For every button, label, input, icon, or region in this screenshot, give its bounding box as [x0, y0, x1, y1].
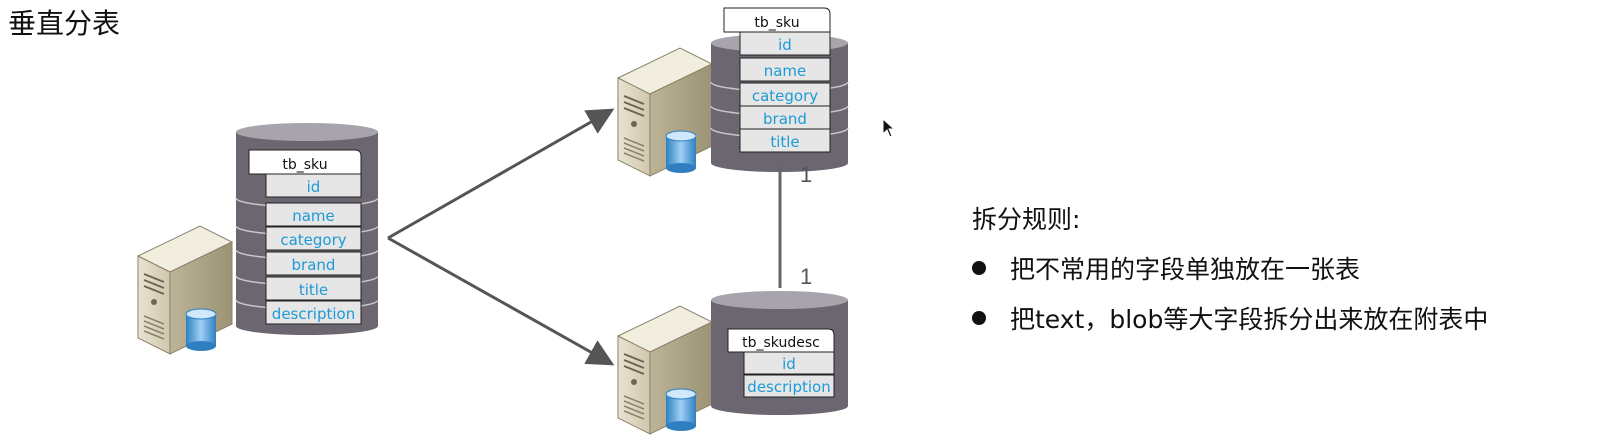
field-cell — [739, 57, 831, 82]
rule-item: 把不常用的字段单独放在一张表 — [972, 250, 1360, 286]
rules-heading: 拆分规则: — [972, 205, 1081, 234]
mouse-cursor-icon — [882, 118, 896, 138]
field-cell — [739, 31, 831, 56]
field-cell — [739, 128, 831, 153]
table-name: tb_skudesc — [742, 335, 820, 351]
field-cell — [743, 351, 835, 375]
relation-cardinality-bottom: 1 — [800, 264, 812, 289]
field-cell — [265, 202, 362, 227]
field-name: brand — [292, 256, 336, 274]
field-cell — [265, 173, 362, 198]
field-name: description — [272, 305, 355, 323]
rule-text: 把不常用的字段单独放在一张表 — [1010, 255, 1361, 284]
rule-text: 把text，blob等大字段拆分出来放在附表中 — [1010, 305, 1489, 334]
target-server-1-icon — [616, 47, 714, 177]
table-header-box — [723, 7, 831, 33]
database-icon — [665, 388, 697, 431]
relation-cardinality-top: 1 — [800, 162, 812, 187]
split-arrow-down — [387, 236, 615, 366]
database-icon — [665, 130, 697, 173]
field-name: category — [280, 231, 346, 249]
field-cell — [265, 300, 362, 325]
table-name: tb_sku — [754, 15, 799, 31]
split-arrow-up — [387, 108, 615, 240]
field-name: category — [752, 87, 818, 105]
table-header-box — [727, 328, 835, 353]
table-header-box — [248, 149, 362, 175]
database-icon — [185, 308, 217, 351]
page-title: 垂直分表 — [8, 7, 121, 40]
source-server-icon — [136, 225, 234, 355]
field-cell — [265, 251, 362, 276]
bullet-icon — [972, 261, 986, 275]
field-name: title — [770, 133, 799, 151]
field-name: id — [307, 178, 321, 196]
target-server-2-icon — [616, 305, 714, 435]
field-cell — [743, 374, 835, 398]
field-name: title — [299, 281, 328, 299]
field-cell — [265, 276, 362, 301]
rule-item: 把text，blob等大字段拆分出来放在附表中 — [972, 300, 1488, 336]
field-name: id — [782, 355, 796, 373]
field-name: name — [764, 62, 807, 80]
field-name: id — [778, 36, 792, 54]
bullet-icon — [972, 311, 986, 325]
table-name: tb_sku — [282, 157, 327, 173]
field-name: name — [292, 207, 335, 225]
field-cell — [265, 226, 362, 251]
field-name: brand — [763, 110, 807, 128]
field-name: description — [747, 378, 830, 396]
